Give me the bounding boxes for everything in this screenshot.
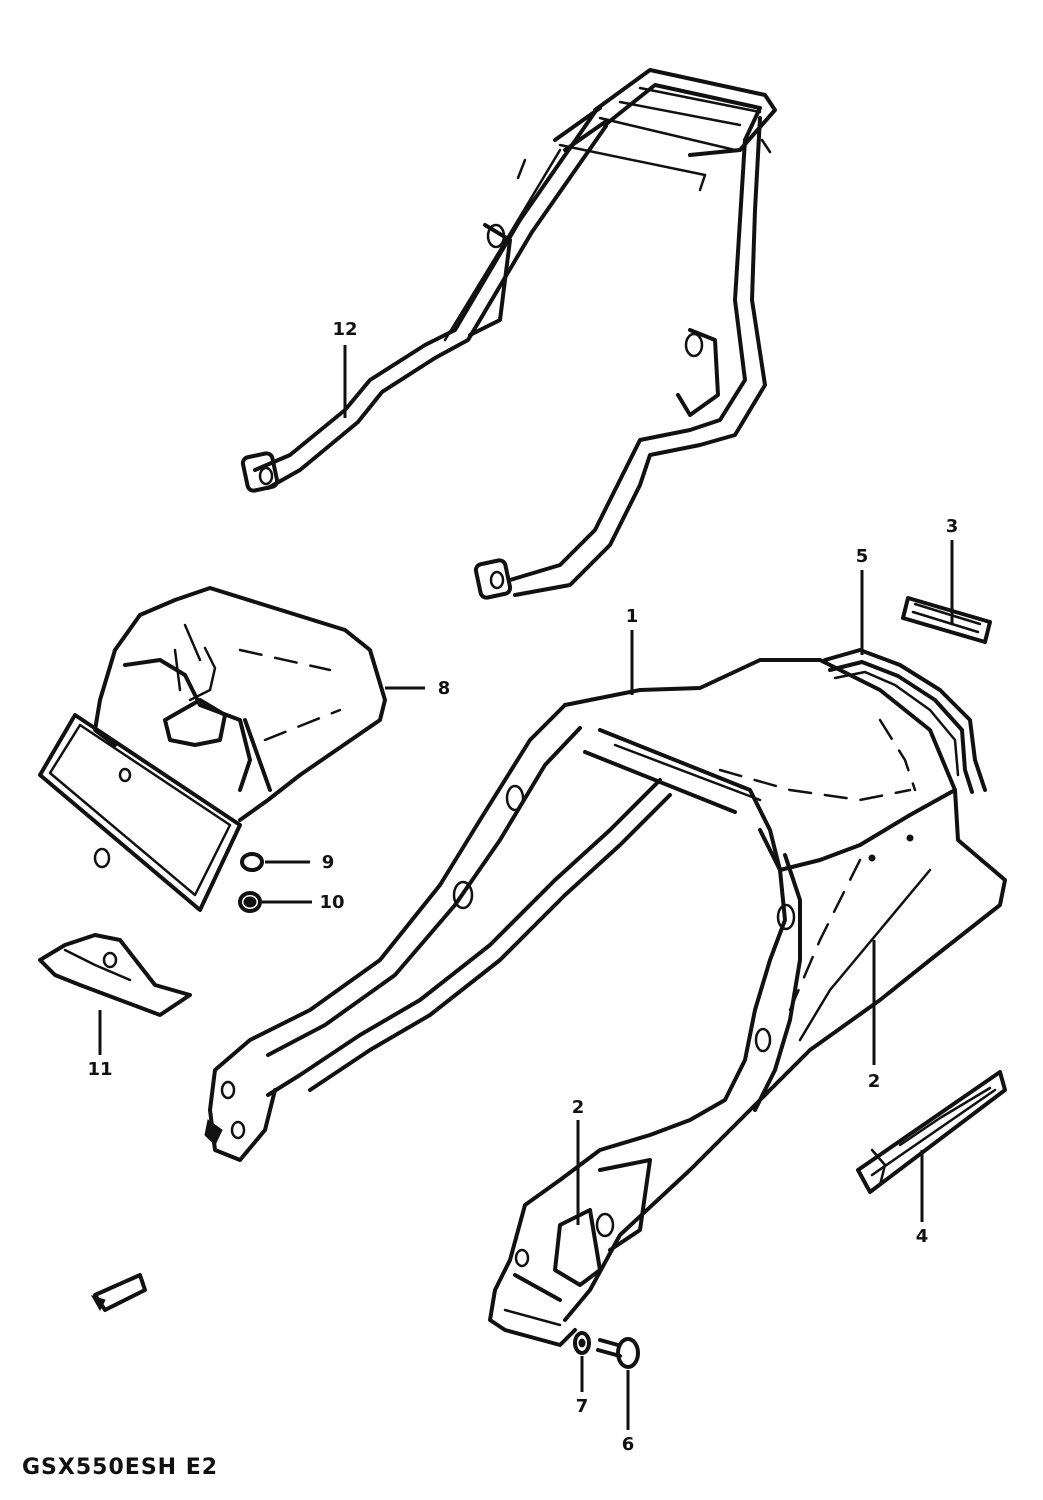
callout-1: 1: [626, 606, 639, 627]
callout-9: 9: [322, 852, 335, 873]
part-9-nut[interactable]: [240, 852, 264, 872]
part-8-tool-box[interactable]: [38, 586, 387, 912]
leader-lines: [98, 345, 954, 1430]
part-7-washer[interactable]: [573, 1331, 591, 1355]
callout-6: 6: [622, 1434, 635, 1455]
callout-10: 10: [319, 892, 344, 913]
callout-labels: 12 1 2 2 3 4 5 6 7 8 9 10 11: [87, 319, 958, 1455]
callout-11: 11: [87, 1059, 112, 1080]
part-1-tail-cowl[interactable]: [204, 658, 1007, 1347]
part-10-washer[interactable]: [238, 891, 262, 913]
front-direction-arrow-icon: [90, 1273, 147, 1312]
part-6-bolt[interactable]: [596, 1337, 640, 1369]
part-12-rear-carrier[interactable]: [240, 68, 777, 600]
callout-2-front: 2: [572, 1097, 585, 1118]
part-4-side-emblem[interactable]: [856, 1070, 1007, 1194]
part-5-seal[interactable]: [823, 648, 987, 794]
callout-7: 7: [576, 1396, 589, 1417]
part-11-tool-bag[interactable]: [38, 933, 192, 1017]
callout-2-rear: 2: [868, 1071, 881, 1092]
callout-5: 5: [856, 546, 869, 567]
part-2-cushion-front[interactable]: [553, 1208, 602, 1287]
callout-4: 4: [916, 1226, 929, 1247]
model-code-label: GSX550ESH E2: [22, 1455, 219, 1480]
callout-8: 8: [438, 678, 451, 699]
part-3-emblem[interactable]: [901, 596, 992, 644]
callout-3: 3: [946, 516, 959, 537]
callout-12: 12: [332, 319, 357, 340]
